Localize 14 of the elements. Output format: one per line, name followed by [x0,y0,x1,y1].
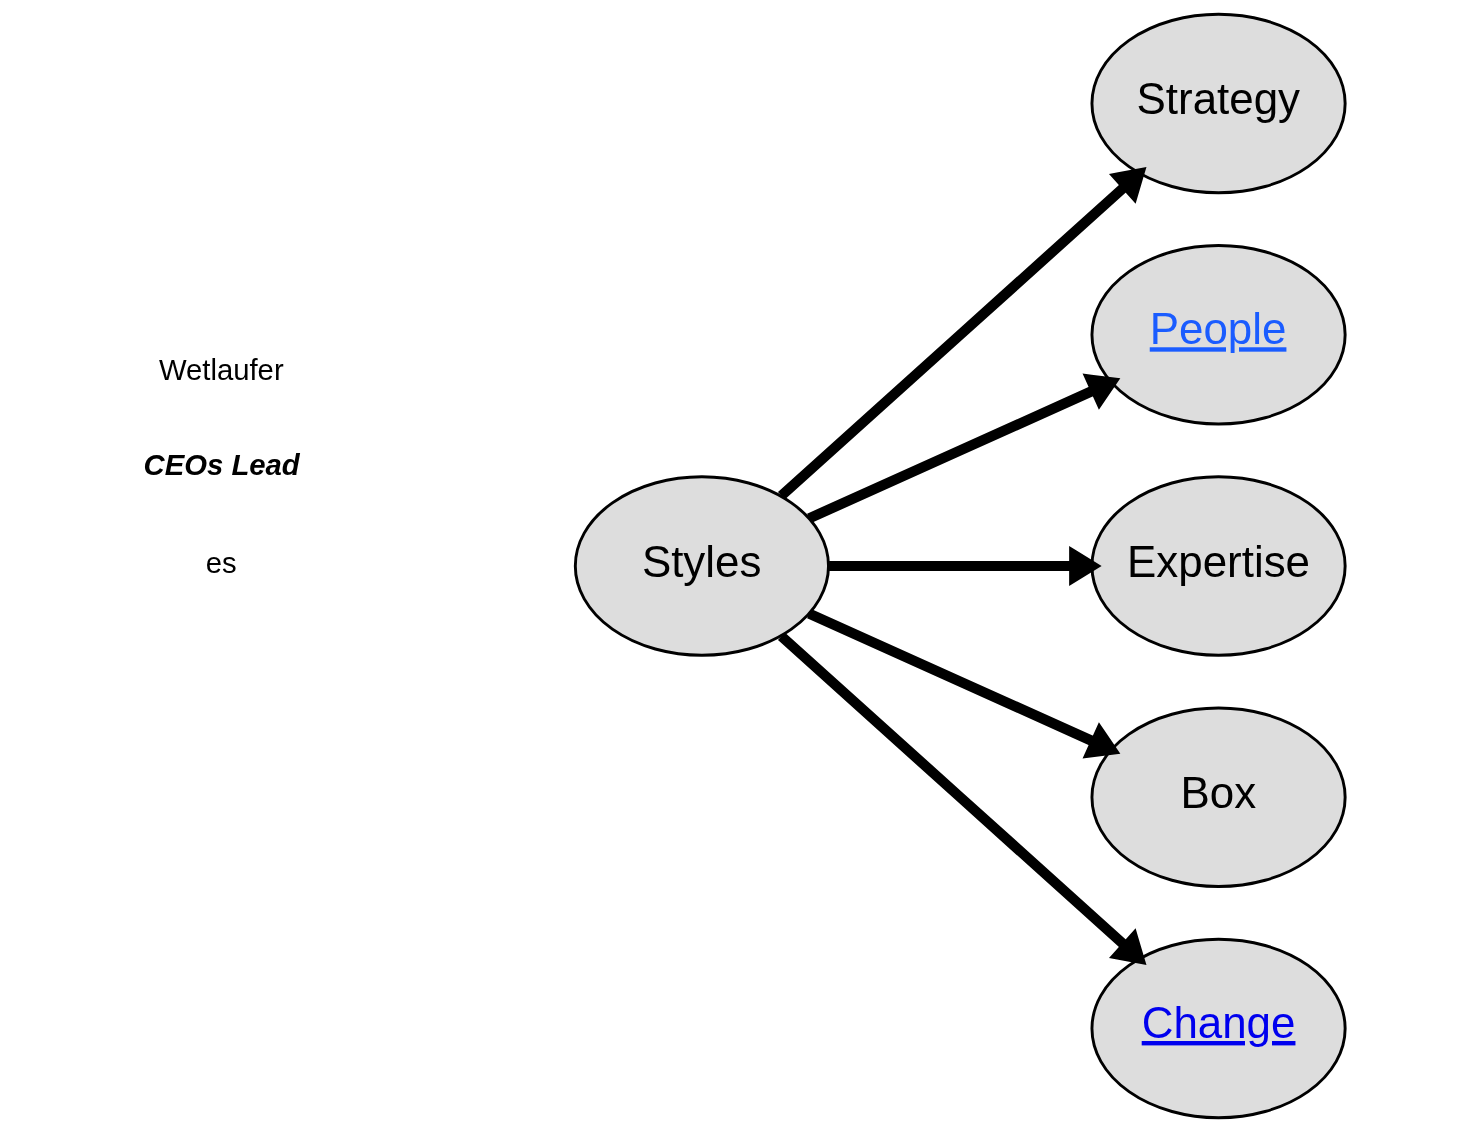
node-ellipse: Strategy [1090,12,1347,195]
arrow [806,373,1120,524]
label: CEOs Lead [143,449,300,482]
node-ellipse: Expertise [1090,475,1347,657]
label: Wetlaufer [158,354,284,387]
arrow [828,546,1102,586]
arrow [777,167,1146,500]
node-ellipse: Box [1090,706,1347,888]
node-ellipse: Change [1090,937,1347,1120]
arrow [806,608,1120,759]
node-ellipse: Styles [573,475,830,657]
label: es [205,547,237,580]
node-ellipse: People [1090,244,1347,426]
arrow [777,632,1146,965]
